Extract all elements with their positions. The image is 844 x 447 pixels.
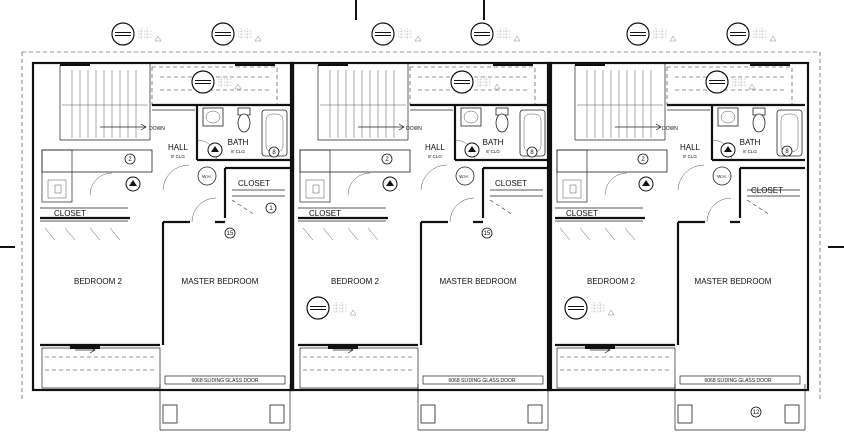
room-label-hall: HALL	[680, 143, 701, 152]
room-label-closet: CLOSET	[238, 179, 270, 188]
room-label-master-bedroom: MASTER BEDROOM	[440, 277, 517, 286]
sliding-door-label: 6068 SLIDING GLASS DOOR	[449, 378, 516, 384]
room-label-bath: BATH	[740, 138, 761, 147]
smoke-detector-icon	[125, 176, 141, 192]
water-heater-label: W.H.	[459, 174, 469, 179]
bath-ceiling-note: 8' CLG	[231, 149, 245, 154]
water-heater-label: W.H.	[202, 174, 212, 179]
hall-ceiling-note: 8' CLG	[683, 154, 697, 159]
light-fixture-icon	[306, 296, 357, 320]
room-label-closet: CLOSET	[495, 179, 527, 188]
tag-number: 8	[530, 150, 534, 156]
sliding-door-label: 6068 SLIDING GLASS DOOR	[705, 378, 772, 384]
bath-ceiling-note: 8' CLG	[743, 149, 757, 154]
smoke-detector-icon	[382, 176, 398, 192]
light-fixture-icon	[111, 22, 162, 46]
light-fixture-icon	[626, 22, 677, 46]
room-label-closet: CLOSET	[54, 209, 86, 218]
smoke-detector-icon	[464, 142, 480, 158]
sliding-door-label: 6068 SLIDING GLASS DOOR	[192, 378, 259, 384]
room-label-hall: HALL	[168, 143, 189, 152]
light-fixture-icon	[470, 22, 521, 46]
room-label-bath: BATH	[483, 138, 504, 147]
tag-number: 1	[269, 206, 273, 212]
stair-direction-label: DOWN	[149, 126, 165, 132]
hall-ceiling-note: 8' CLG	[171, 154, 185, 159]
room-label-closet: CLOSET	[566, 209, 598, 218]
tag-number: 8	[785, 149, 789, 155]
room-label-bedroom-2: BEDROOM 2	[587, 277, 636, 286]
tag-number: 15	[227, 231, 234, 237]
tag-number: 15	[484, 231, 491, 237]
room-label-hall: HALL	[425, 143, 446, 152]
light-fixture-icon	[211, 22, 262, 46]
unit-1-plan	[31, 61, 295, 432]
water-heater-label: W.H.	[717, 174, 727, 179]
tag-number: 8	[272, 150, 276, 156]
light-fixture-icon	[564, 296, 615, 320]
light-fixture-icon	[371, 22, 422, 46]
tag-number: 12	[753, 410, 760, 416]
room-label-closet: CLOSET	[751, 186, 783, 195]
room-label-master-bedroom: MASTER BEDROOM	[182, 277, 259, 286]
tag-number: 2	[385, 157, 389, 163]
unit-2-plan	[289, 61, 553, 432]
light-fixture-icon	[726, 22, 777, 46]
smoke-detector-icon	[720, 142, 736, 158]
smoke-detector-icon	[207, 142, 223, 158]
tag-number: 2	[128, 157, 132, 163]
room-label-bath: BATH	[228, 138, 249, 147]
room-label-master-bedroom: MASTER BEDROOM	[695, 277, 772, 286]
room-label-bedroom-2: BEDROOM 2	[74, 277, 123, 286]
room-label-bedroom-2: BEDROOM 2	[331, 277, 380, 286]
bath-ceiling-note: 8' CLG	[486, 149, 500, 154]
smoke-detector-icon	[638, 176, 654, 192]
stair-direction-label: DOWN	[662, 126, 678, 132]
hall-ceiling-note: 8' CLG	[428, 154, 442, 159]
unit-3-plan	[546, 61, 810, 432]
room-label-closet: CLOSET	[309, 209, 341, 218]
stair-direction-label: DOWN	[406, 126, 422, 132]
tag-number: 2	[641, 157, 645, 163]
